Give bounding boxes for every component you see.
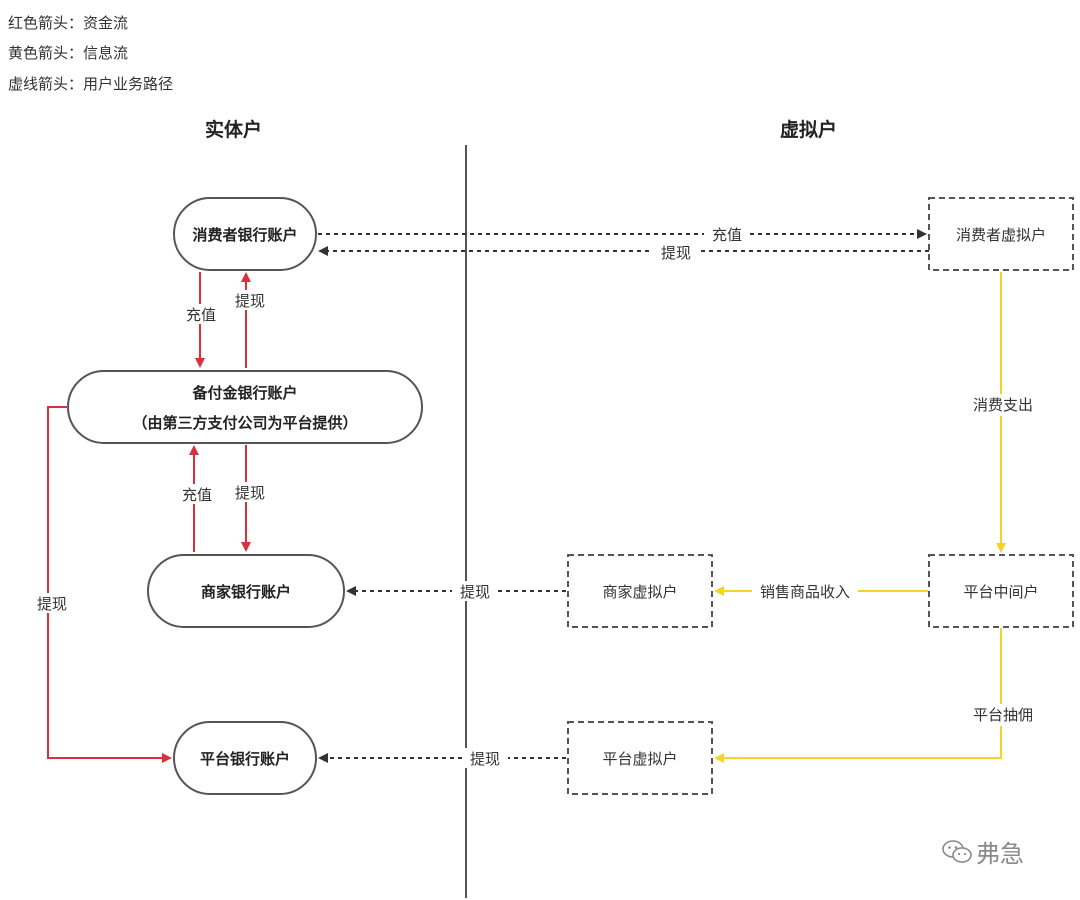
- platform-bank-account-node: [173, 721, 317, 795]
- edge-label-platform-withdraw-red: 提现: [37, 595, 67, 613]
- consumer-virtual-account-label: 消费者虚拟户: [956, 226, 1046, 244]
- watermark: 弗急: [942, 834, 1024, 869]
- edge-label-bg: [653, 241, 699, 261]
- merchant-bank-account-label: 商家银行账户: [201, 583, 291, 601]
- edge-reserve-to-platform: [47, 406, 172, 763]
- edge-label-bg: [228, 290, 268, 310]
- platform-bank-account-label: 平台银行账户: [200, 750, 290, 768]
- edge-label-consumer-recharge: 充值: [186, 306, 216, 324]
- edge-label-bg: [180, 304, 220, 324]
- consumer-virtual-account-node: [928, 197, 1074, 271]
- legend-yellow: 黄色箭头：信息流: [8, 44, 129, 62]
- edge-label-recharge-top: 充值: [712, 226, 742, 244]
- edge-label-withdraw-top: 提现: [661, 244, 691, 262]
- reserve-bank-account-label: 备付金银行账户: [191, 384, 297, 402]
- wechat-icon: [942, 839, 972, 863]
- edge-platform-commission: [714, 628, 1002, 763]
- edge-label-bg: [752, 581, 858, 601]
- edge-label-platform-commission: 平台抽佣: [973, 706, 1033, 724]
- edge-label-merchant-withdraw-red: 提现: [235, 484, 265, 502]
- edge-label-consumer-spend: 消费支出: [973, 396, 1033, 414]
- merchant-virtual-account-label: 商家虚拟户: [602, 583, 677, 601]
- legend-red: 红色箭头：资金流: [8, 14, 129, 32]
- merchant-virtual-account-node: [567, 554, 713, 628]
- merchant-bank-account-node: [147, 554, 345, 628]
- edge-label-merchant-withdraw: 提现: [460, 583, 490, 601]
- consumer-bank-account-node: [173, 197, 317, 271]
- edge-label-consumer-withdraw: 提现: [235, 292, 265, 310]
- platform-virtual-account-node: [567, 721, 713, 795]
- consumer-bank-account-label: 消费者银行账户: [192, 226, 297, 244]
- column-title-physical: 实体户: [205, 119, 263, 141]
- edge-label-bg: [452, 581, 498, 601]
- watermark-text: 弗急: [976, 840, 1024, 868]
- edge-label-merchant-recharge: 充值: [182, 486, 212, 504]
- edge-label-sales-income: 销售商品收入: [760, 583, 850, 601]
- edge-label-bg: [176, 484, 216, 504]
- legend-dashed: 虚线箭头：用户业务路径: [8, 75, 174, 93]
- edge-label-platform-withdraw: 提现: [470, 750, 500, 768]
- platform-virtual-account-label: 平台虚拟户: [602, 750, 677, 768]
- platform-intermediate-account-node: [928, 554, 1074, 628]
- column-title-virtual: 虚拟户: [780, 119, 838, 141]
- edge-label-bg: [462, 748, 508, 768]
- edge-label-bg: [704, 224, 750, 244]
- edge-label-bg: [966, 704, 1038, 726]
- edge-label-bg: [228, 482, 268, 502]
- reserve-bank-account-node: [67, 370, 423, 444]
- reserve-bank-account-sublabel: （由第三方支付公司为平台提供）: [132, 414, 357, 432]
- edge-label-bg: [30, 593, 70, 613]
- edge-label-bg: [966, 394, 1038, 416]
- platform-intermediate-account-label: 平台中间户: [963, 583, 1038, 601]
